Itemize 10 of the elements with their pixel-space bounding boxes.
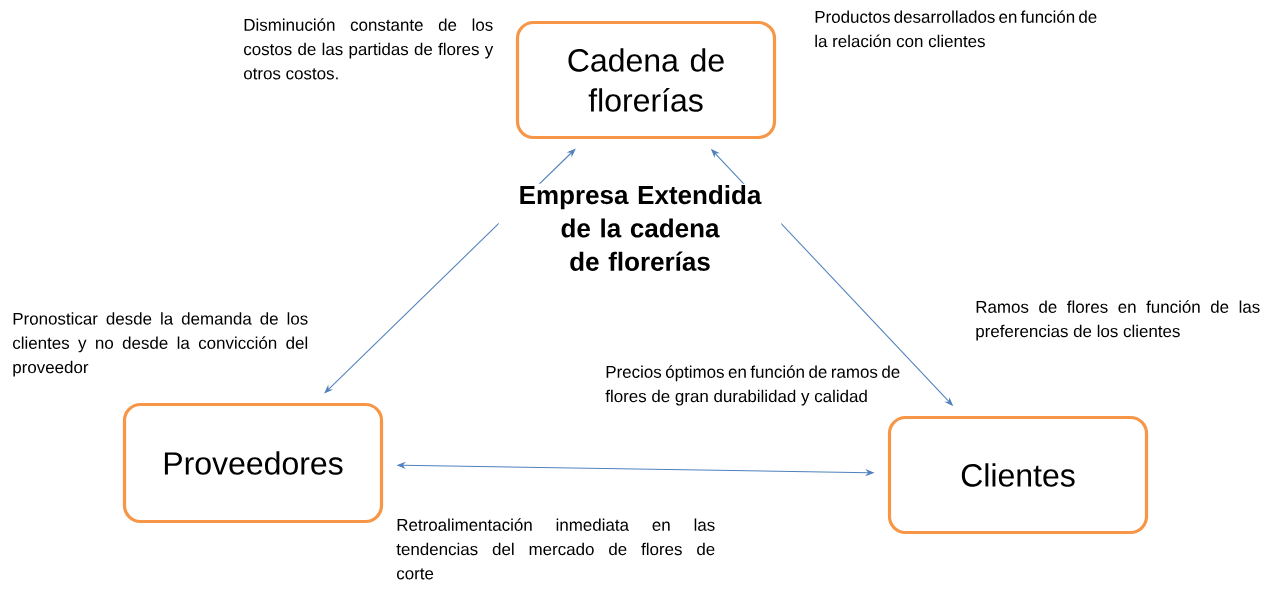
process-box: Cadena de florerías	[515, 20, 777, 140]
annotation-text: Precios óptimos en función de ramos de flores de gran durabilidad y calidad	[605, 365, 900, 406]
annotation-text: Retroalimentación inmediata en las tendencias del mercado de flores de corte	[396, 518, 715, 580]
annotation-text: Pronosticar desde la demanda de los clientes y no desde la convicción del proveedor	[13, 312, 308, 377]
annotation-text: Ramos de flores en función de las preferencias de los clientes	[976, 300, 1260, 341]
process-box: Clientes	[887, 415, 1149, 535]
process-box: Proveedores	[122, 402, 384, 524]
annotation-text: Productos desarrollados en función de la relación con clientes	[815, 10, 1097, 48]
diagram-title: Empresa Extendida de la cadena de florerías	[520, 185, 762, 271]
annotation-text: Disminución constante de los costos de las partidas de flores y otros costos.	[244, 18, 494, 80]
